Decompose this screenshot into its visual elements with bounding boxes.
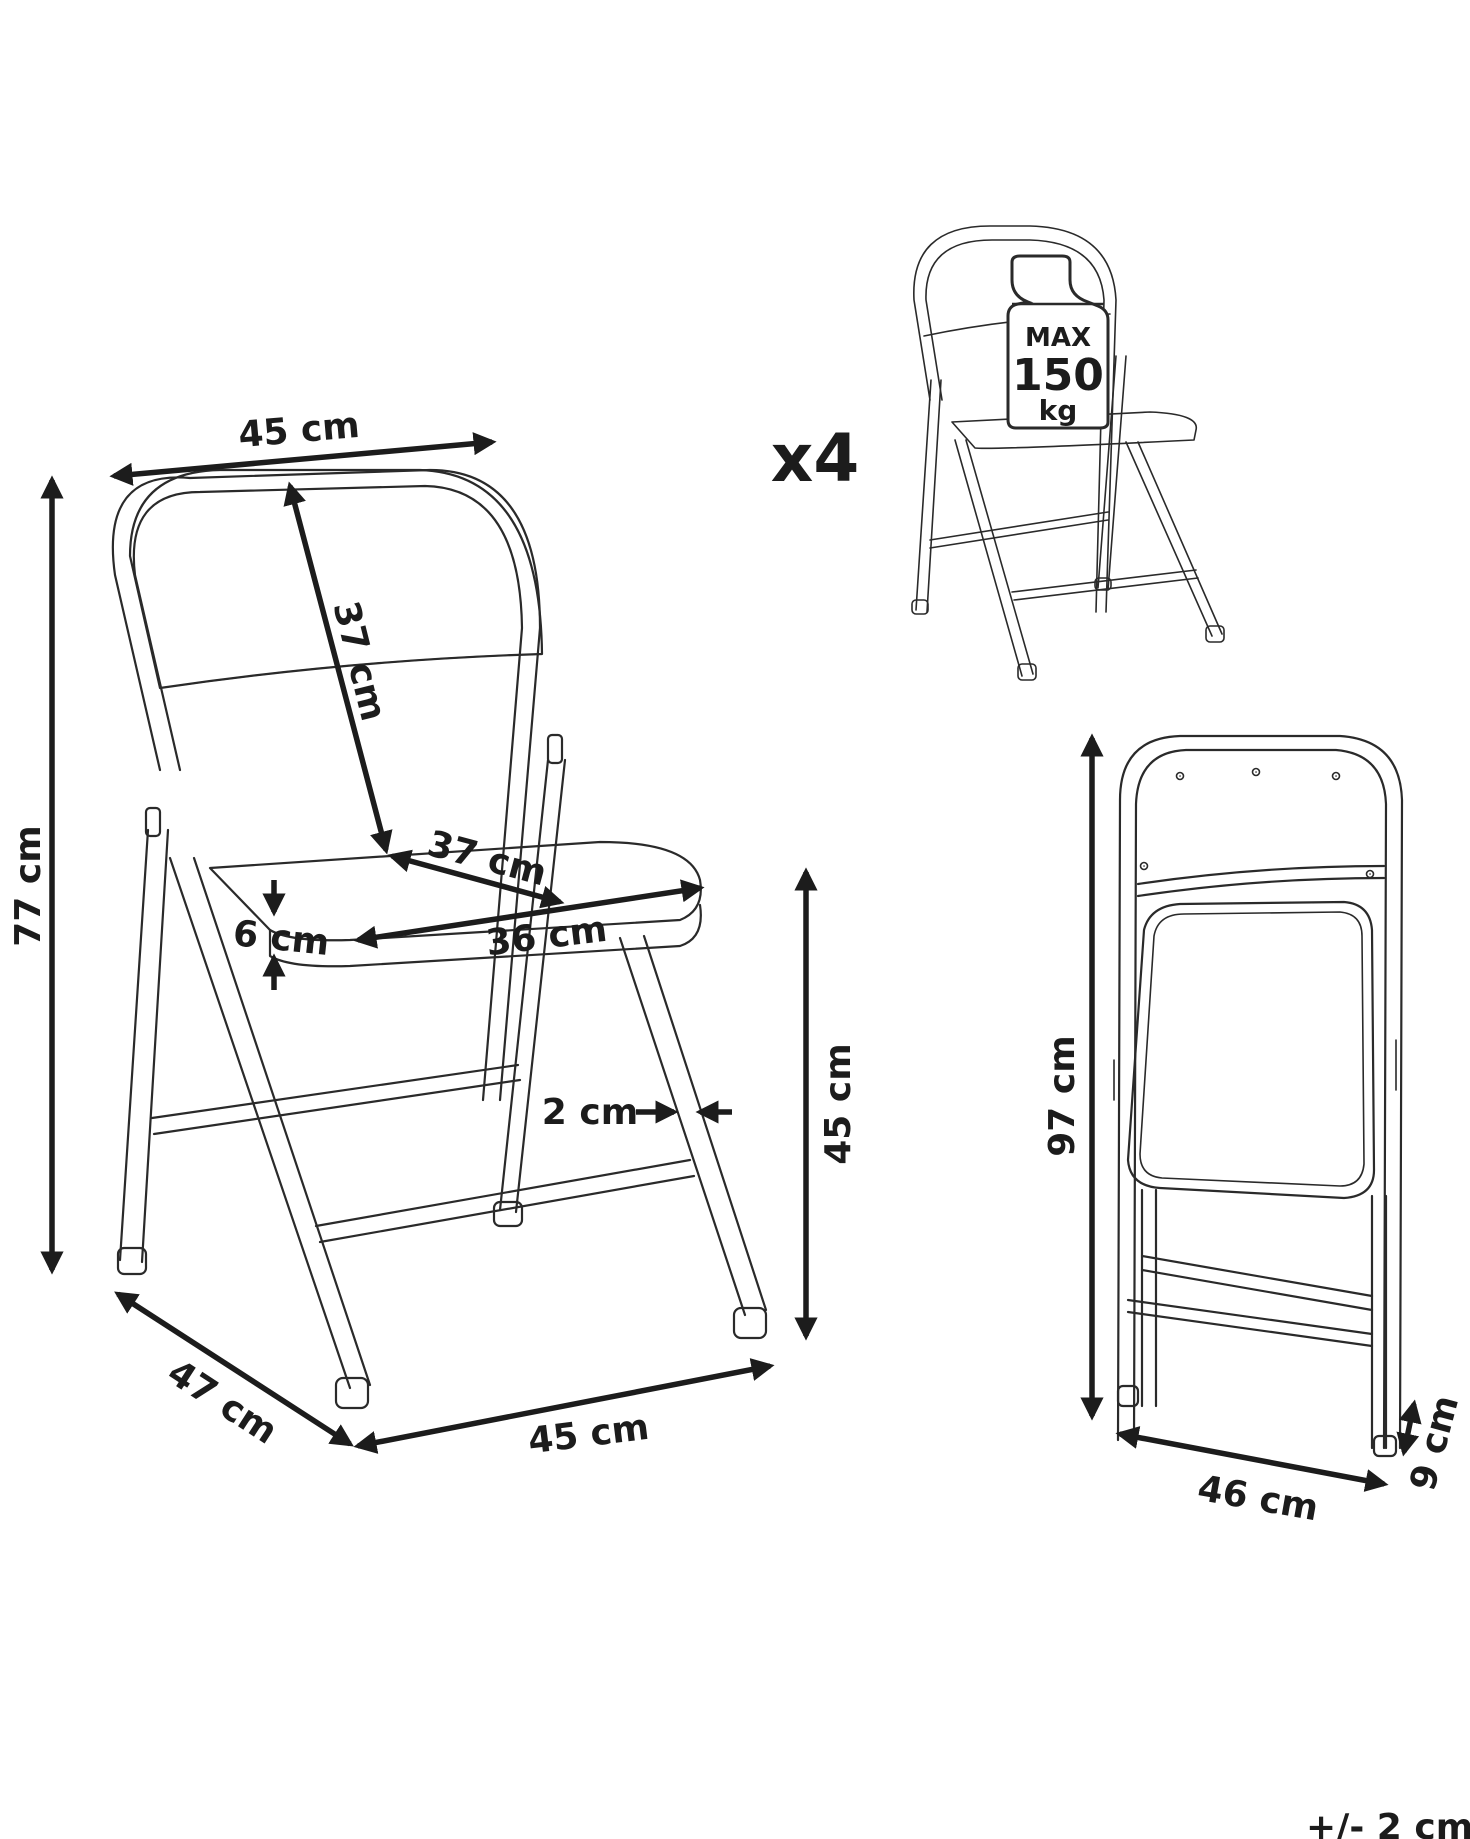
label-base-depth: 47 cm — [160, 1352, 284, 1453]
folded-chair-seat-panel-inner — [1139, 911, 1365, 1187]
folded-chair-back-seam — [1136, 864, 1386, 898]
folded-chair-rivets — [1143, 771, 1371, 875]
folded-chair-rivet-3 — [1331, 771, 1341, 781]
main-chair-crossbar-lower — [314, 1158, 696, 1244]
folded-chair-legs — [1140, 1188, 1388, 1450]
folded-chair-rivet-5 — [1365, 869, 1375, 879]
main-chair-rear-leg-left — [118, 828, 150, 1262]
label-base-width: 45 cm — [526, 1407, 652, 1462]
dim-line-folded-width — [1115, 1426, 1389, 1492]
label-seat-thickness: 6 cm — [231, 913, 331, 964]
main-chair-foot-front-left — [334, 1376, 370, 1410]
folded-chair-seat-panel — [1126, 900, 1376, 1200]
folded-chair-rivet-1 — [1175, 771, 1185, 781]
folded-chair-frame-outer — [1116, 734, 1404, 1450]
small-chair-rear-leg-right — [1097, 355, 1127, 591]
small-chair-backrest — [913, 225, 1117, 613]
small-chair-front-leg-right — [1125, 441, 1223, 637]
weight-icon: MAX 150 kg — [1006, 254, 1110, 430]
label-folded-height: 97 cm — [1042, 1035, 1083, 1156]
label-seat-height: 45 cm — [818, 1043, 859, 1164]
small-chair-foot — [911, 599, 929, 615]
folded-chair-foot-left — [1116, 1384, 1140, 1408]
dim-line-folded-depth — [1396, 1399, 1422, 1457]
weight-unit-label: kg — [1039, 394, 1078, 427]
label-frame-tube: 2 cm — [542, 1092, 638, 1133]
folded-chair-rivet-4 — [1139, 861, 1149, 871]
main-chair-rear-leg-right — [498, 758, 550, 1212]
label-back-width: 45 cm — [237, 405, 362, 456]
small-chair-drawing — [911, 225, 1225, 681]
folded-chair-frame-inner — [1132, 748, 1388, 1450]
main-chair-hinge-left — [144, 806, 162, 838]
dim-line-base-depth — [114, 1291, 354, 1447]
folded-chair-crossbars — [1126, 1254, 1374, 1348]
folded-chair-drawing — [1113, 734, 1404, 1458]
main-chair-foot-rear-right — [492, 1200, 524, 1228]
label-folded-width: 46 cm — [1195, 1468, 1322, 1529]
small-chair-front-leg-left — [954, 439, 1034, 677]
main-chair-crossbar-upper — [150, 1063, 522, 1136]
main-chair-backrest — [111, 468, 542, 1102]
weight-icon-body — [1006, 254, 1110, 430]
dim-line-back-width — [109, 432, 497, 486]
small-chair-backrest-inner — [925, 239, 1105, 613]
label-total-height: 77 cm — [8, 825, 49, 946]
dim-line-back-height — [283, 481, 393, 855]
main-chair-hinge-right — [546, 733, 564, 765]
dim-line-base-width — [353, 1358, 775, 1454]
small-chair-seat — [951, 411, 1197, 450]
folded-chair-rivet-2 — [1251, 767, 1261, 777]
tolerance-note: +/- 2 cm — [1306, 1807, 1470, 1839]
weight-max-label: MAX — [1025, 323, 1091, 353]
main-chair-drawing — [111, 468, 768, 1410]
quantity-label: x4 — [771, 420, 860, 497]
folded-chair-labels: 97 cm 46 cm 9 cm — [1042, 1035, 1467, 1529]
main-chair-dimensions — [40, 432, 818, 1454]
small-chair-foot-4 — [1094, 577, 1112, 591]
main-chair-foot-rear-left — [116, 1246, 148, 1276]
small-chair-rear-leg-left — [915, 379, 942, 613]
main-chair-front-leg-right-b — [642, 934, 768, 1312]
main-chair-foot-front-right — [732, 1306, 768, 1340]
small-chair-crossbar — [929, 511, 1199, 601]
weight-value-label: 150 — [1012, 350, 1104, 401]
dim-line-seat-width — [353, 879, 705, 949]
main-chair-backrest-inner — [132, 484, 524, 1102]
main-chair-rear-leg-right-b — [514, 758, 567, 1214]
main-chair-rear-leg-left-b — [140, 828, 170, 1264]
small-chair-foot-3 — [1205, 625, 1225, 643]
folded-chair-hinge — [1113, 1039, 1397, 1101]
small-chair-foot-2 — [1017, 663, 1037, 681]
folded-chair-dimensions — [1080, 733, 1422, 1492]
main-chair-front-leg-right — [618, 936, 747, 1317]
